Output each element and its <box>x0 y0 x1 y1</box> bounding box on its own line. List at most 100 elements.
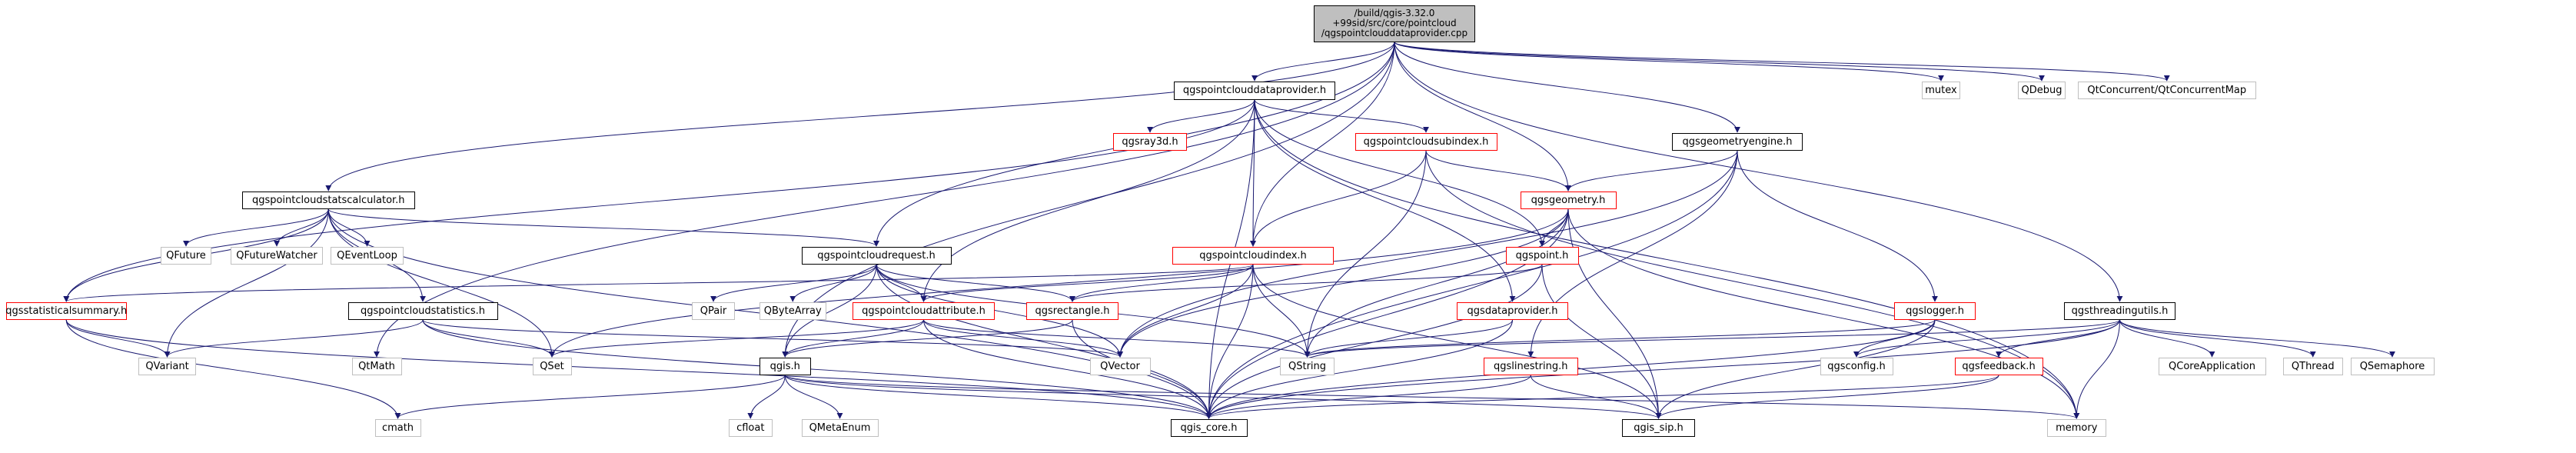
node-geomengine-h[interactable]: qgsgeometryengine.h <box>1672 133 1803 151</box>
edge-request_h-to-rectangle_h <box>876 264 1075 302</box>
edge-rectangle_h-to-qgis_h <box>782 319 1073 358</box>
dependency-edges <box>63 42 2395 419</box>
node-index-h[interactable]: qgspointcloudindex.h <box>1172 247 1334 265</box>
edge-geometry_h-to-qgis_sip_h <box>1567 208 1662 419</box>
edge-main-to-mutex <box>1394 42 1944 82</box>
node-statsummary-h[interactable]: qgsstatisticalsummary.h <box>5 302 127 320</box>
node-qsemaphore[interactable]: QSemaphore <box>2350 358 2435 375</box>
node-qbytearray[interactable]: QByteArray <box>759 302 826 320</box>
edge-main-to-qdebug <box>1394 42 2045 82</box>
node-qvector[interactable]: QVector <box>1089 358 1151 375</box>
edge-request_h-to-qbytearray <box>789 264 877 302</box>
edge-main-to-threading_h <box>1394 42 2123 302</box>
node-threading-h[interactable]: qgsthreadingutils.h <box>2064 302 2175 320</box>
edge-dataprovider_h-to-qgsray3d <box>1147 99 1255 133</box>
node-qtmath[interactable]: QtMath <box>351 358 402 375</box>
node-geometry-h[interactable]: qgsgeometry.h <box>1520 192 1617 209</box>
node-qfuture[interactable]: QFuture <box>161 247 211 265</box>
edge-geometry_h-to-qvector <box>1117 208 1569 358</box>
edge-qgis_h-to-qgis_core_h <box>784 375 1212 419</box>
edge-statistics_h-to-qvector <box>422 319 1123 358</box>
node-qgsdataprovider-h[interactable]: qgsdataprovider.h <box>1457 302 1568 320</box>
node-statistics-h[interactable]: qgspointcloudstatistics.h <box>347 302 498 320</box>
edge-statistics_h-to-qgis_core_h <box>422 319 1212 419</box>
edge-dataprovider_h-to-memory <box>1254 99 2080 419</box>
node-attribute-h[interactable]: qgspointcloudattribute.h <box>853 302 995 320</box>
edge-statscalc_h-to-qfuture <box>183 208 329 247</box>
edge-main-to-qgis_h <box>782 42 1395 358</box>
node-qvariant[interactable]: QVariant <box>138 358 196 375</box>
edge-subindex_h-to-qstring <box>1304 150 1427 358</box>
node-request-h[interactable]: qgspointcloudrequest.h <box>801 247 952 265</box>
node-feedback-h[interactable]: qgsfeedback.h <box>1954 358 2043 375</box>
node-qstring[interactable]: QString <box>1280 358 1335 375</box>
node-subindex-h[interactable]: qgspointcloudsubindex.h <box>1354 133 1497 151</box>
node-qgsray3d[interactable]: qgsray3d.h <box>1113 133 1187 151</box>
node-qset[interactable]: QSet <box>532 358 572 375</box>
node-qfuturewatcher[interactable]: QFutureWatcher <box>231 247 323 265</box>
edge-dataprovider_h-to-point_h <box>1254 99 1545 247</box>
node-main[interactable]: /build/qgis-3.32.0 +99sid/src/core/point… <box>1314 5 1475 42</box>
edge-statsummary_h-to-qvariant <box>65 319 171 358</box>
edge-request_h-to-qpair <box>710 264 877 302</box>
edge-feedback_h-to-qgis_sip_h <box>1655 375 1999 419</box>
node-rectangle-h[interactable]: qgsrectangle.h <box>1026 302 1118 320</box>
edge-threading_h-to-qcoreapp <box>2119 319 2215 358</box>
edge-threading_h-to-qstring <box>1304 319 2120 358</box>
node-qgsconfig-h[interactable]: qgsconfig.h <box>1820 358 1893 375</box>
edge-geomengine_h-to-qvector <box>1117 150 1738 358</box>
edge-logger_h-to-qgis_sip_h <box>1655 319 1936 419</box>
edge-attribute_h-to-qset <box>549 319 924 358</box>
node-mutex[interactable]: mutex <box>1922 82 1960 99</box>
edge-main-to-dataprovider_h <box>1251 42 1395 82</box>
edge-threading_h-to-qgis_core_h <box>1205 319 2120 419</box>
node-qgis-sip-h[interactable]: qgis_sip.h <box>1622 419 1695 437</box>
edge-subindex_h-to-index_h <box>1250 150 1427 247</box>
node-qgis-core-h[interactable]: qgis_core.h <box>1170 419 1248 437</box>
edge-index_h-to-rectangle_h <box>1069 264 1254 302</box>
edge-request_h-to-qvector <box>876 264 1123 358</box>
edge-statistics_h-to-qset <box>422 319 555 358</box>
node-memory[interactable]: memory <box>2046 419 2106 437</box>
node-qeventloop[interactable]: QEventLoop <box>331 247 404 265</box>
edge-main-to-geomengine_h <box>1394 42 1740 133</box>
node-qcoreapp[interactable]: QCoreApplication <box>2158 358 2266 375</box>
edge-dataprovider_h-to-subindex_h <box>1254 99 1429 133</box>
node-qpair[interactable]: QPair <box>692 302 735 320</box>
node-linestring-h[interactable]: qgslinestring.h <box>1484 358 1578 375</box>
edge-linestring_h-to-qgis_sip_h <box>1530 375 1662 419</box>
edge-index_h-to-statsummary_h <box>63 264 1254 302</box>
edge-geometry_h-to-memory <box>1567 208 2080 419</box>
node-qdebug[interactable]: QDebug <box>2018 82 2066 99</box>
edge-attribute_h-to-qgis_h <box>782 319 924 358</box>
edge-threading_h-to-qsemaphore <box>2119 319 2395 358</box>
edge-statsummary_h-to-cmath <box>65 319 401 419</box>
edge-geomengine_h-to-qgis_core_h <box>1205 150 1738 419</box>
edge-qgis_h-to-qmetaenum <box>784 375 843 419</box>
edge-point_h-to-qgis_sip_h <box>1541 264 1662 419</box>
node-logger-h[interactable]: qgslogger.h <box>1894 302 1976 320</box>
node-statscalc-h[interactable]: qgspointcloudstatscalculator.h <box>242 192 415 209</box>
edge-qgis_h-to-memory <box>784 375 2079 419</box>
edge-geometry_h-to-qstring <box>1304 208 1569 358</box>
node-dataprovider-h[interactable]: qgspointclouddataprovider.h <box>1174 82 1335 100</box>
edge-linestring_h-to-qgis_core_h <box>1205 375 1531 419</box>
edge-statscalc_h-to-qfuturewatcher <box>274 208 329 247</box>
edge-dataprovider_h-to-qgsdataprovider_h <box>1254 99 1516 302</box>
edge-statscalc_h-to-qvariant <box>164 208 329 358</box>
edge-threading_h-to-memory <box>2073 319 2120 419</box>
edge-feedback_h-to-qgis_core_h <box>1205 375 1999 419</box>
node-cmath[interactable]: cmath <box>374 419 421 437</box>
edge-geometry_h-to-qset <box>549 208 1569 358</box>
edge-point_h-to-rectangle_h <box>1069 264 1543 302</box>
edge-qgsdataprovider_h-to-qgis_core_h <box>1205 319 1513 419</box>
node-qmetaenum[interactable]: QMetaEnum <box>801 419 879 437</box>
node-qgis-h[interactable]: qgis.h <box>759 358 811 375</box>
node-qthread[interactable]: QThread <box>2283 358 2343 375</box>
edge-index_h-to-attribute_h <box>920 264 1254 302</box>
edge-threading_h-to-qgsconfig_h <box>1853 319 2120 358</box>
node-point-h[interactable]: qgspoint.h <box>1505 247 1579 265</box>
node-cfloat[interactable]: cfloat <box>728 419 773 437</box>
node-qtconcurrent[interactable]: QtConcurrent/QtConcurrentMap <box>2077 82 2256 99</box>
